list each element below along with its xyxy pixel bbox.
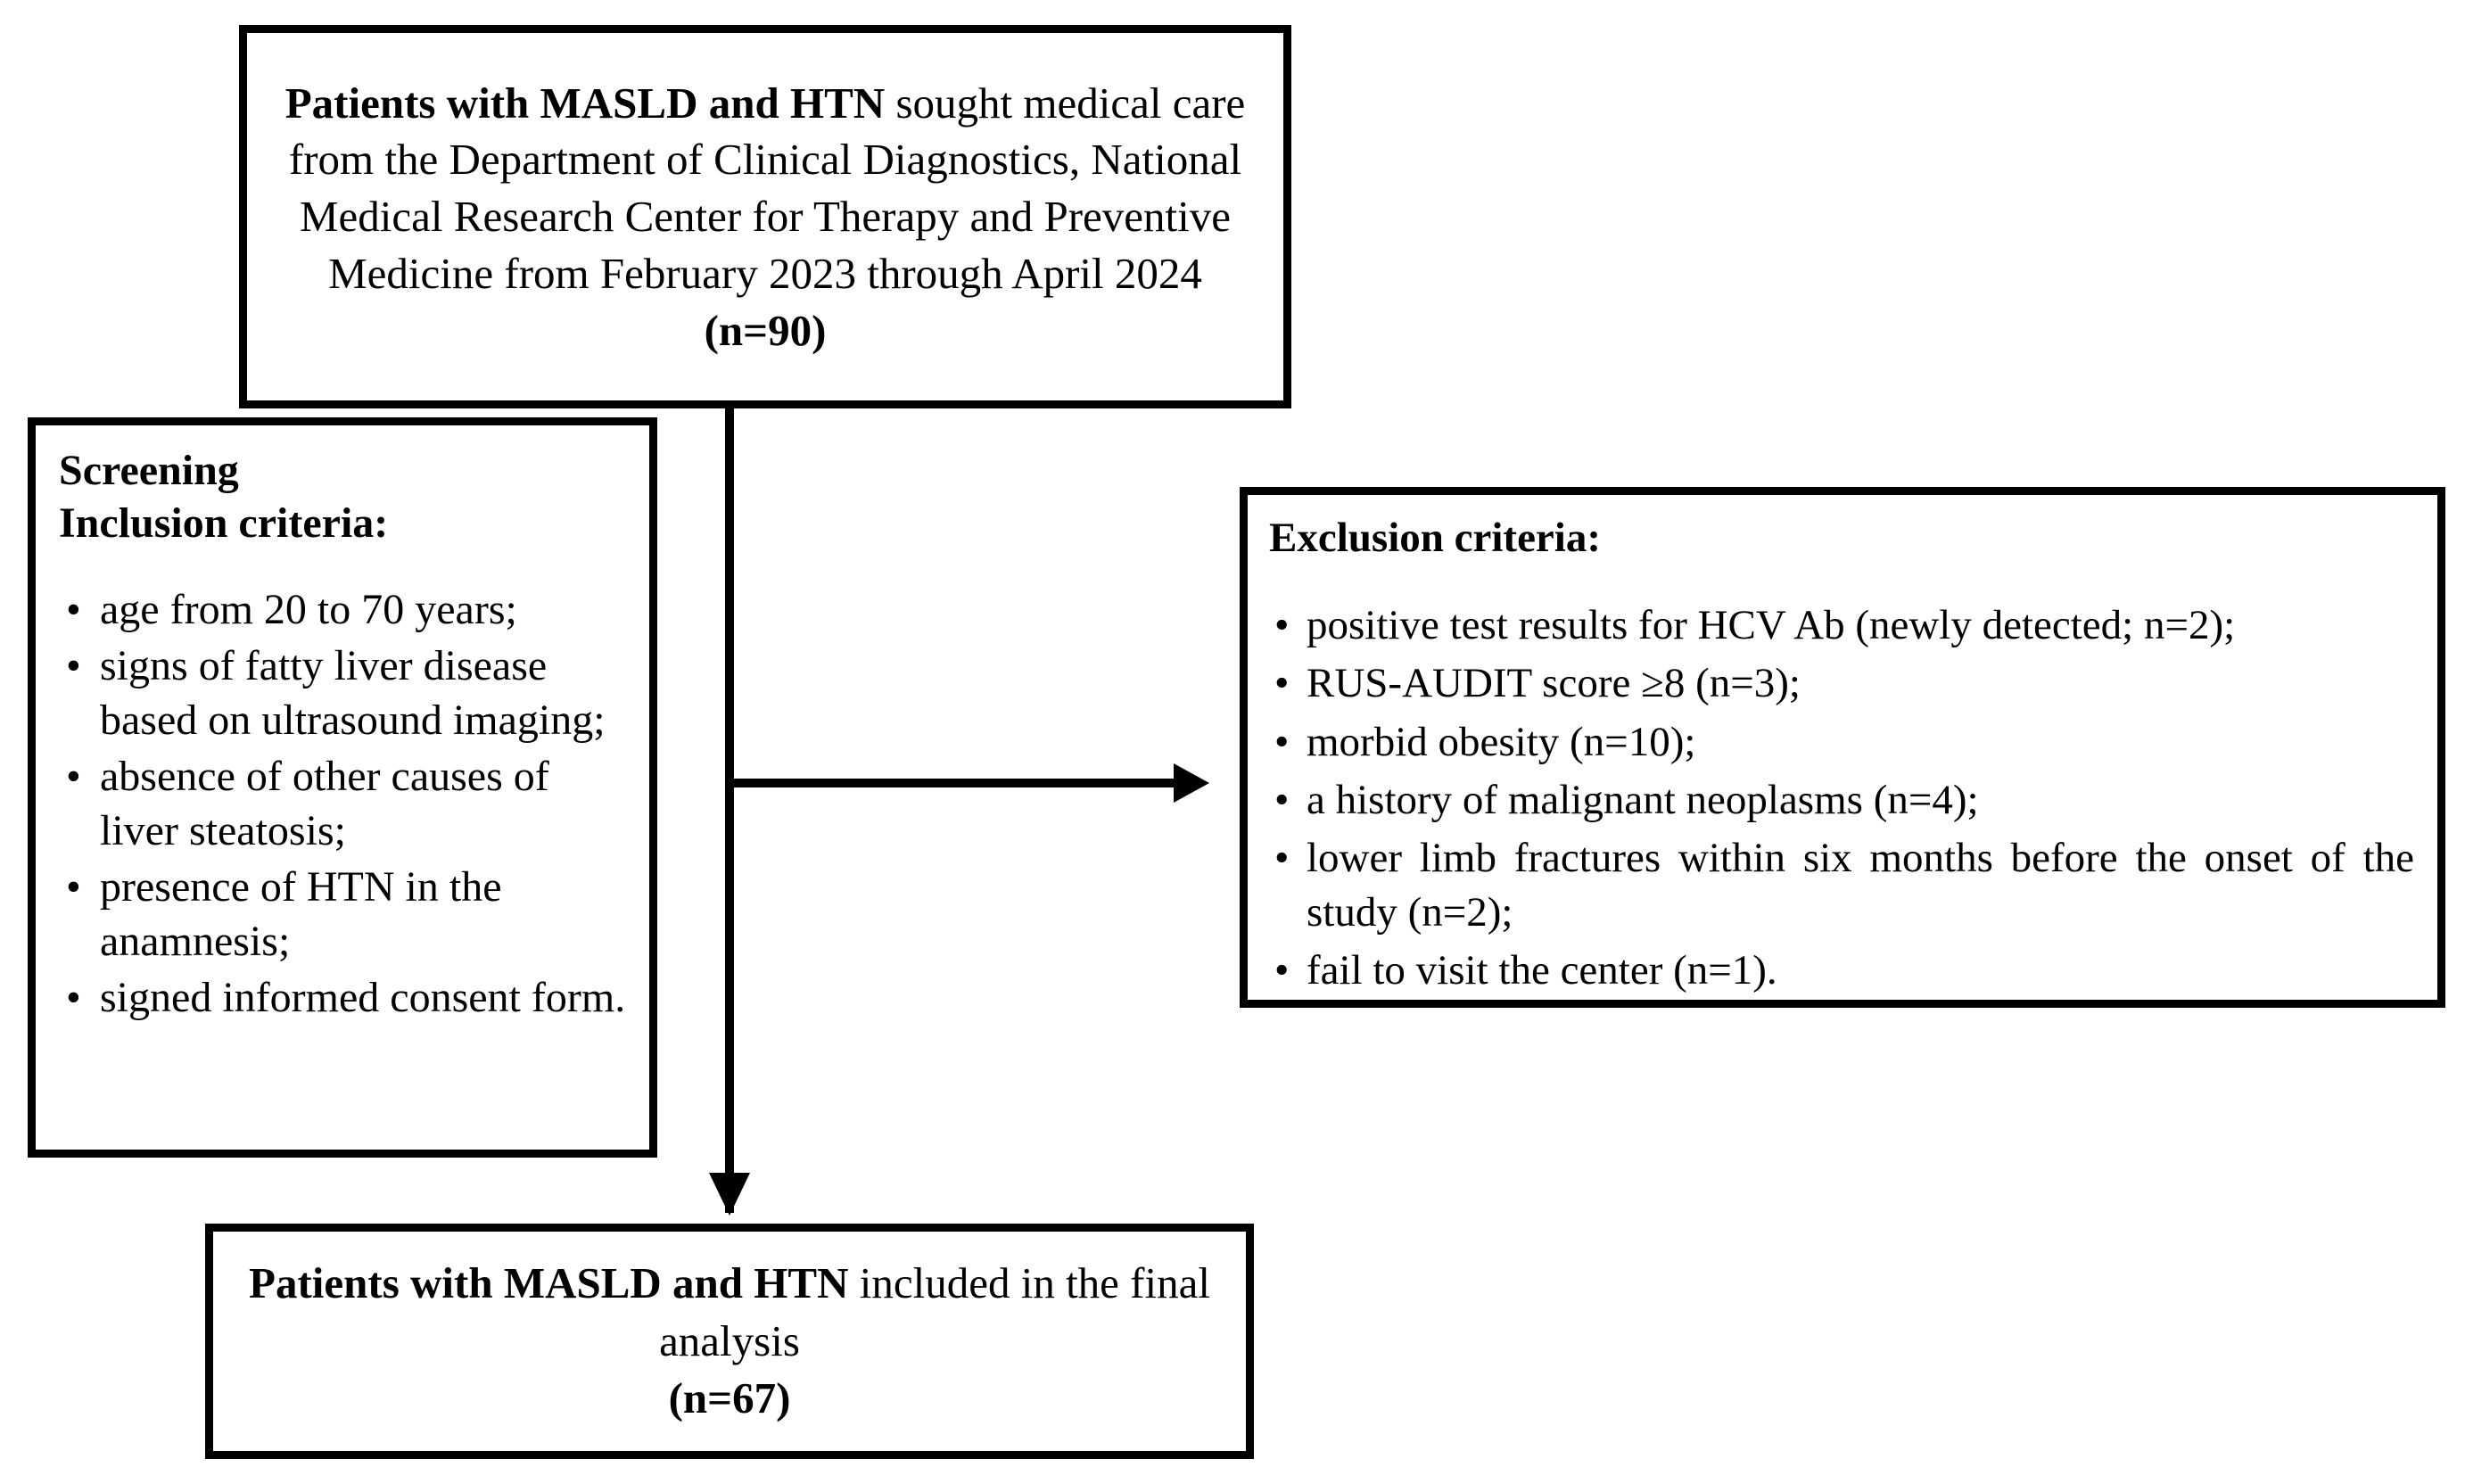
enrollment-bold-lead: Patients with MASLD and HTN	[284, 78, 886, 128]
enrollment-rest: sought medical care from the Department …	[288, 78, 1246, 298]
exclusion-criteria-list: • positive test results for HCV Ab (newly…	[1269, 598, 2414, 998]
inclusion-criteria-list: • age from 20 to 70 years; • signs of fatt…	[59, 583, 626, 1026]
list-item: • absence of other causes of liver steato…	[59, 750, 626, 859]
bullet-icon: •	[1274, 776, 1290, 823]
arrowhead-down-icon	[709, 1173, 750, 1216]
final-bold-lead: Patients with MASLD and HTN	[249, 1257, 849, 1307]
list-item: • RUS-AUDIT score ≥8 (n=3);	[1269, 656, 2414, 711]
bullet-icon: •	[1274, 718, 1290, 765]
bullet-icon: •	[1274, 660, 1290, 707]
enrollment-text: Patients with MASLD and HTN sought medic…	[247, 75, 1283, 359]
bullet-icon: •	[1274, 602, 1290, 649]
exclusion-item-text: morbid obesity (n=10);	[1307, 718, 1696, 765]
exclusion-item-text: lower limb fractures within six months b…	[1307, 834, 2414, 936]
final-analysis-box: Patients with MASLD and HTN included in …	[205, 1224, 1254, 1459]
arrowhead-right-icon	[1174, 763, 1209, 803]
inclusion-item-text: presence of HTN in the anamnesis;	[100, 862, 502, 965]
bullet-icon: •	[66, 862, 81, 911]
bullet-icon: •	[1274, 946, 1290, 993]
screening-title: Screening	[59, 447, 239, 494]
list-item: • signed informed consent form.	[59, 971, 626, 1026]
list-item: • signs of fatty liver disease based on u…	[59, 639, 626, 748]
enrollment-count: (n=90)	[704, 305, 827, 355]
exclusion-item-text: fail to visit the center (n=1).	[1307, 946, 1777, 993]
bullet-icon: •	[66, 642, 81, 690]
bullet-icon: •	[66, 973, 81, 1021]
final-analysis-text: Patients with MASLD and HTN included in …	[213, 1255, 1246, 1428]
exclusion-item-text: RUS-AUDIT score ≥8 (n=3);	[1307, 660, 1801, 707]
final-rest: included in the final analysis	[659, 1257, 1210, 1365]
exclusion-criteria-box: Exclusion criteria: • positive test resul…	[1240, 487, 2445, 1008]
list-item: • fail to visit the center (n=1).	[1269, 944, 2414, 998]
list-item: • lower limb fractures within six months …	[1269, 831, 2414, 940]
bullet-icon: •	[66, 752, 81, 800]
screening-subtitle: Inclusion criteria:	[59, 499, 389, 547]
list-item: • morbid obesity (n=10);	[1269, 715, 2414, 770]
screening-inclusion-box: Screening Inclusion criteria: • age from …	[28, 417, 657, 1158]
list-item: • presence of HTN in the anamnesis;	[59, 861, 626, 969]
bullet-icon: •	[1274, 834, 1290, 881]
list-item: • positive test results for HCV Ab (newly…	[1269, 598, 2414, 653]
inclusion-item-text: absence of other causes of liver steatos…	[100, 752, 549, 854]
final-count: (n=67)	[668, 1373, 791, 1423]
inclusion-item-text: age from 20 to 70 years;	[100, 586, 517, 634]
enrollment-box: Patients with MASLD and HTN sought medic…	[239, 25, 1291, 408]
connector-horizontal-line	[730, 779, 1180, 787]
connector-vertical-line	[725, 406, 734, 1213]
inclusion-item-text: signs of fatty liver disease based on ul…	[100, 642, 606, 744]
list-item: • a history of malignant neoplasms (n=4);	[1269, 773, 2414, 828]
list-item: • age from 20 to 70 years;	[59, 583, 626, 638]
exclusion-item-text: positive test results for HCV Ab (newly …	[1307, 602, 2236, 649]
exclusion-item-text: a history of malignant neoplasms (n=4);	[1307, 776, 1979, 823]
bullet-icon: •	[66, 586, 81, 634]
inclusion-item-text: signed informed consent form.	[100, 973, 626, 1021]
exclusion-title: Exclusion criteria:	[1269, 515, 1602, 561]
